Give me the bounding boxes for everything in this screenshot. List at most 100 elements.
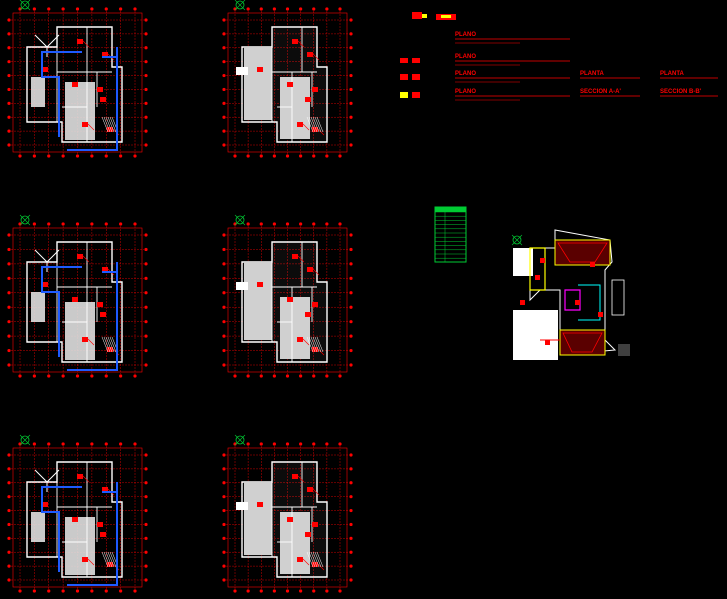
north-arrow-icon: [234, 0, 246, 11]
annotation-mark: [305, 312, 311, 317]
annotation-mark: [82, 337, 88, 342]
grid-bubble: [222, 495, 226, 499]
grid-bubble: [349, 467, 353, 471]
grid-bubble: [338, 154, 342, 158]
legend-label-1: PLANO: [455, 32, 476, 38]
stair-block: [236, 282, 248, 290]
grid-bubble: [222, 276, 226, 280]
grid-bubble: [233, 374, 237, 378]
annotation-mark: [292, 474, 298, 479]
grid-bubble: [222, 536, 226, 540]
stair-tread: [105, 551, 113, 568]
grid-bubble: [47, 589, 51, 593]
legend-extra-1: PLANTA: [580, 71, 605, 77]
grid-bubble: [233, 7, 237, 11]
grid-bubble: [222, 481, 226, 485]
annotation-mark: [102, 52, 108, 57]
leader-line: [302, 558, 310, 566]
annotation-mark: [590, 262, 595, 267]
stair-tread: [316, 336, 324, 353]
leader-line: [312, 488, 320, 496]
grid-bubble: [349, 262, 353, 266]
grid-bubble: [349, 101, 353, 105]
grid-bubble: [349, 233, 353, 237]
grid-bubble: [7, 305, 11, 309]
leader-line: [297, 255, 305, 263]
grid-bubble: [104, 442, 108, 446]
grid-bubble: [90, 374, 94, 378]
grid-bubble: [144, 348, 148, 353]
grid-bubble: [47, 7, 51, 11]
legend-row-3: PLANO PLANTA PLANTA: [400, 71, 718, 83]
gray-room: [280, 77, 310, 139]
grid-bubble: [7, 101, 11, 105]
grid-bubble: [7, 87, 11, 92]
building-outline: [26, 241, 123, 363]
annotation-mark: [100, 532, 106, 537]
floor-plans: [7, 0, 353, 593]
north-arrow-cross: [19, 0, 31, 11]
gray-room: [31, 512, 45, 542]
grid-bubble: [338, 374, 342, 378]
grid-bubble: [90, 222, 94, 226]
annotation-mark: [77, 39, 83, 44]
grid-bubble: [133, 154, 137, 158]
annotation-mark: [107, 347, 113, 352]
stair-tread: [103, 116, 111, 133]
leader-line: [87, 123, 95, 131]
grid-bubble: [119, 374, 123, 378]
dimension-frame: [12, 227, 143, 373]
north-arrow-cross: [234, 214, 246, 226]
dimension-frame: [227, 227, 348, 373]
grid-bubble: [285, 7, 290, 11]
annotation-mark: [102, 487, 108, 492]
north-arrow-circle: [235, 215, 245, 225]
annotation-mark: [77, 254, 83, 259]
grid-bubble: [222, 262, 226, 266]
grid-bubble: [61, 374, 65, 378]
grid-bubble: [90, 7, 94, 11]
annotation-mark: [72, 297, 78, 302]
grid-bubble: [312, 7, 316, 11]
grid-bubble: [299, 7, 303, 11]
grid-bubble: [299, 374, 303, 378]
annotation-mark: [545, 340, 550, 345]
legend-row-2: PLANO: [400, 54, 570, 66]
grid-bubble: [349, 348, 353, 353]
annotation-mark: [102, 267, 108, 272]
stair-tread: [109, 336, 117, 353]
grid-bubble: [222, 60, 226, 64]
grid-bubble: [7, 578, 11, 582]
building-outline: [26, 26, 123, 143]
grid-bubble: [299, 442, 303, 446]
grid-bubble: [349, 18, 353, 22]
grid-bubble: [312, 589, 316, 593]
stair-tread: [312, 116, 320, 133]
grid-bubble: [222, 334, 226, 338]
grid-bubble: [299, 154, 303, 158]
grid-bubble: [90, 442, 94, 446]
stair-tread: [310, 551, 318, 568]
dimension-frame: [12, 447, 143, 588]
grid-bubble: [7, 262, 11, 266]
stair-tread: [109, 116, 117, 133]
grid-bubble: [7, 564, 11, 568]
annotation-mark: [82, 557, 88, 562]
grid-bubble: [222, 320, 226, 324]
grid-bubble: [7, 348, 11, 353]
stair-tread: [105, 336, 113, 353]
grid-bubble: [259, 7, 263, 11]
grid-bubble: [246, 154, 250, 158]
grid-bubble: [75, 7, 80, 11]
leader-line: [87, 558, 95, 566]
grid-bubble: [144, 550, 148, 554]
roof-block-light: [513, 248, 533, 276]
grid-bubble: [18, 374, 22, 378]
grid-bubble: [144, 143, 148, 147]
annotation-mark: [312, 562, 318, 567]
annotation-mark: [287, 517, 293, 522]
grid-bubble: [144, 305, 148, 309]
grid-bubble: [259, 589, 263, 593]
grid-bubble: [133, 374, 137, 378]
